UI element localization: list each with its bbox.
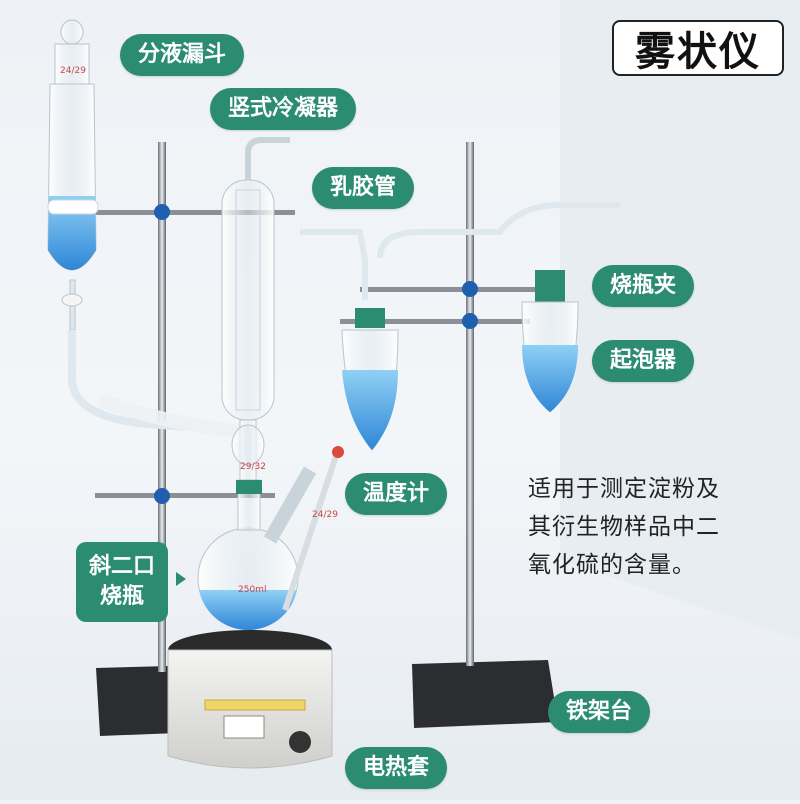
page-title: 雾状仪 <box>612 20 784 76</box>
description-line: 其衍生物样品中二 <box>528 514 720 540</box>
separatory-funnel <box>47 19 99 331</box>
label-flask-clamp: 烧瓶夹 <box>592 265 695 307</box>
funnel-clamp-bar <box>95 210 295 215</box>
label-two-neck-flask-line1: 斜二口 <box>88 554 155 579</box>
label-thermometer: 温度计 <box>345 473 448 515</box>
bubbler-left <box>300 229 399 451</box>
heating-mantle <box>167 630 333 769</box>
right-stand-rod <box>466 142 474 666</box>
funnel-joint-mark: 24/29 <box>60 66 86 76</box>
clamp-knob <box>154 204 170 220</box>
thermometer <box>282 449 341 611</box>
condenser-joint-mark: 29/32 <box>240 462 266 472</box>
label-bubbler: 起泡器 <box>592 340 695 382</box>
flask-volume-mark: 250ml <box>238 585 267 595</box>
thermometer-cap <box>332 446 344 458</box>
label-latex-tube: 乳胶管 <box>312 167 415 209</box>
label-two-neck-flask-line2: 烧瓶 <box>99 584 144 609</box>
label-two-neck-flask: 斜二口 烧瓶 <box>76 542 168 622</box>
label-iron-stand: 铁架台 <box>548 691 651 733</box>
condenser <box>221 137 290 481</box>
clamp-knob <box>462 313 478 329</box>
two-neck-flask <box>197 466 317 631</box>
flask-clamp-bar <box>95 493 275 498</box>
description-line: 氧化硫的含量。 <box>528 552 696 578</box>
bubbler-clamp-bar-lower <box>340 319 530 324</box>
left-stand-rod <box>158 142 166 672</box>
background-wall <box>560 0 800 640</box>
label-condenser: 竖式冷凝器 <box>210 88 357 130</box>
description-line: 适用于测定淀粉及 <box>528 476 720 502</box>
right-stand-base <box>412 660 558 728</box>
clamp-knob <box>462 281 478 297</box>
flask-joint-mark: 24/29 <box>312 510 338 520</box>
bubbler-clamp-bar-upper <box>360 287 540 292</box>
bubbler-right <box>377 202 620 413</box>
clamp-knob <box>154 488 170 504</box>
description: 适用于测定淀粉及 其衍生物样品中二 氧化硫的含量。 <box>528 470 790 584</box>
flask-pointer-arrow <box>176 572 186 586</box>
label-separatory-funnel: 分液漏斗 <box>120 34 245 76</box>
label-heating-mantle: 电热套 <box>345 747 448 789</box>
